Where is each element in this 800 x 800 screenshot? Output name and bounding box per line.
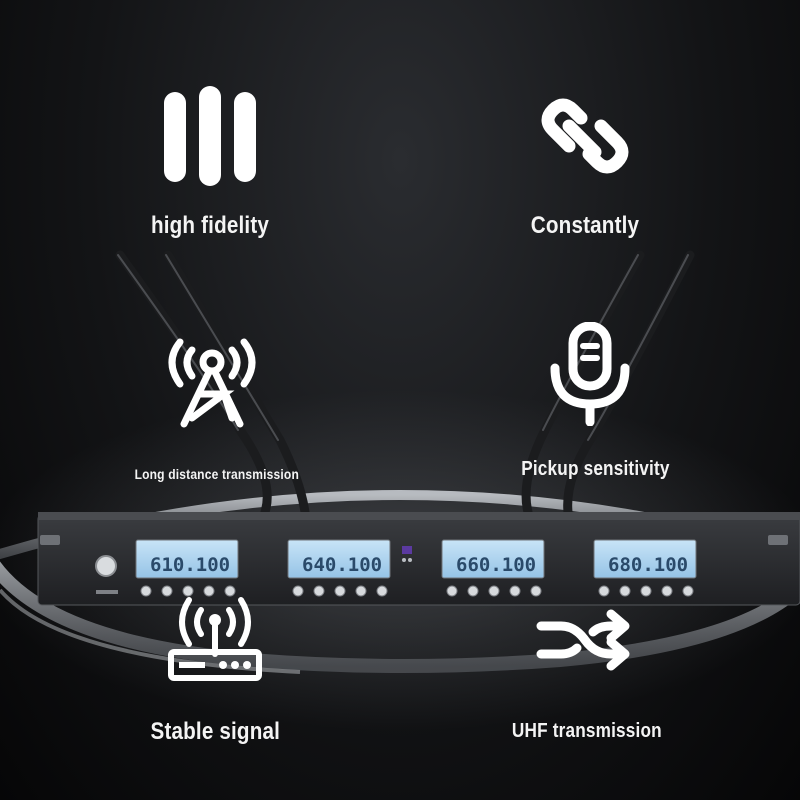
feature-constantly: Constantly <box>510 86 660 240</box>
channel-button[interactable] <box>619 585 631 597</box>
channel-button[interactable] <box>355 585 367 597</box>
channel-button[interactable] <box>640 585 652 597</box>
lcd-frequency: 660.100 <box>456 554 536 576</box>
lcd-frequency: 610.100 <box>150 554 230 576</box>
feature-uhf: UHF transmission <box>500 596 670 743</box>
channel-button[interactable] <box>446 585 458 597</box>
channel-button[interactable] <box>530 585 542 597</box>
lcd-frequency: 680.100 <box>608 554 688 576</box>
lcd-group: 610.100 640.100 660.100 680.100 <box>135 539 697 579</box>
channel-button[interactable] <box>182 585 194 597</box>
channel-button[interactable] <box>682 585 694 597</box>
lcd-frequency: 640.100 <box>302 554 382 576</box>
feature-label: Long distance transmission <box>134 466 299 482</box>
channel-button[interactable] <box>224 585 236 597</box>
button-rows <box>140 585 694 597</box>
channel-button[interactable] <box>292 585 304 597</box>
feature-label: high fidelity <box>150 212 270 239</box>
feature-label: UHF transmission <box>511 720 662 742</box>
feature-label: Pickup sensitivity <box>521 458 670 480</box>
channel-button[interactable] <box>661 585 673 597</box>
channel-button[interactable] <box>467 585 479 597</box>
channel-button[interactable] <box>161 585 173 597</box>
channel-button[interactable] <box>598 585 610 597</box>
lcd-screen <box>287 539 391 579</box>
feature-long-distance: Long distance transmission <box>122 338 302 482</box>
channel-button[interactable] <box>376 585 388 597</box>
channel-button[interactable] <box>203 585 215 597</box>
feature-pickup: Pickup sensitivity <box>510 322 670 481</box>
feature-label: Constantly <box>530 212 640 239</box>
sound-bars-icon <box>140 86 280 186</box>
chain-link-icon <box>510 86 660 186</box>
channel-button[interactable] <box>313 585 325 597</box>
channel-button[interactable] <box>509 585 521 597</box>
shuffle-arrows-icon <box>500 596 670 682</box>
lcd-screen <box>441 539 545 579</box>
feature-high-fidelity: high fidelity <box>140 86 280 240</box>
feature-label: Stable signal <box>150 718 281 745</box>
channel-button[interactable] <box>488 585 500 597</box>
channel-button[interactable] <box>140 585 152 597</box>
signal-tower-icon <box>122 338 302 430</box>
feature-stable-signal: Stable signal <box>140 596 290 746</box>
microphone-icon <box>510 322 670 426</box>
wireless-router-icon <box>140 596 290 682</box>
channel-button[interactable] <box>334 585 346 597</box>
lcd-screen <box>135 539 239 579</box>
lcd-screen <box>593 539 697 579</box>
